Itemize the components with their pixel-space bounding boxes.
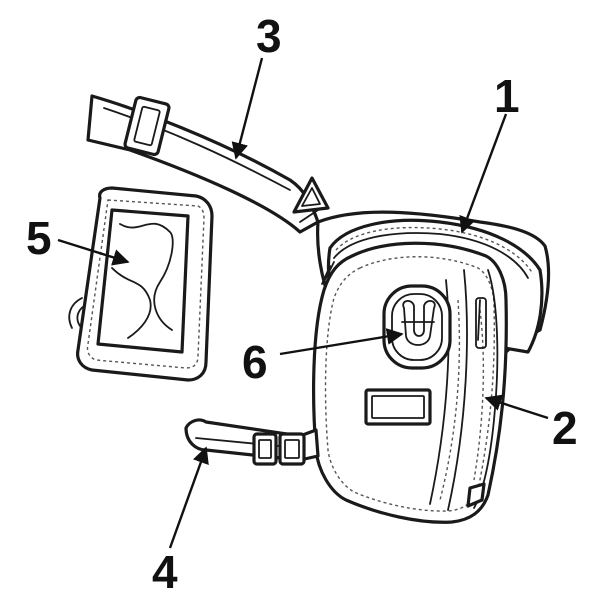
waist-strap bbox=[86, 94, 330, 234]
callout-3: 3 bbox=[256, 10, 282, 62]
leader-6 bbox=[279, 328, 404, 356]
leader-2 bbox=[484, 394, 549, 420]
thigh-strap bbox=[184, 418, 320, 466]
callout-1: 1 bbox=[494, 70, 520, 122]
leader-lines bbox=[57, 57, 549, 549]
callout-2: 2 bbox=[552, 402, 578, 454]
leader-4 bbox=[168, 446, 209, 549]
callout-5: 5 bbox=[26, 212, 52, 264]
phone-case bbox=[68, 186, 214, 382]
callout-6: 6 bbox=[242, 336, 268, 388]
leader-5 bbox=[57, 238, 130, 266]
bag-body bbox=[312, 210, 551, 524]
callout-labels: 1 2 3 4 5 6 bbox=[26, 10, 578, 598]
callout-4: 4 bbox=[152, 546, 178, 598]
leader-1 bbox=[459, 113, 508, 234]
leader-3 bbox=[231, 57, 264, 160]
